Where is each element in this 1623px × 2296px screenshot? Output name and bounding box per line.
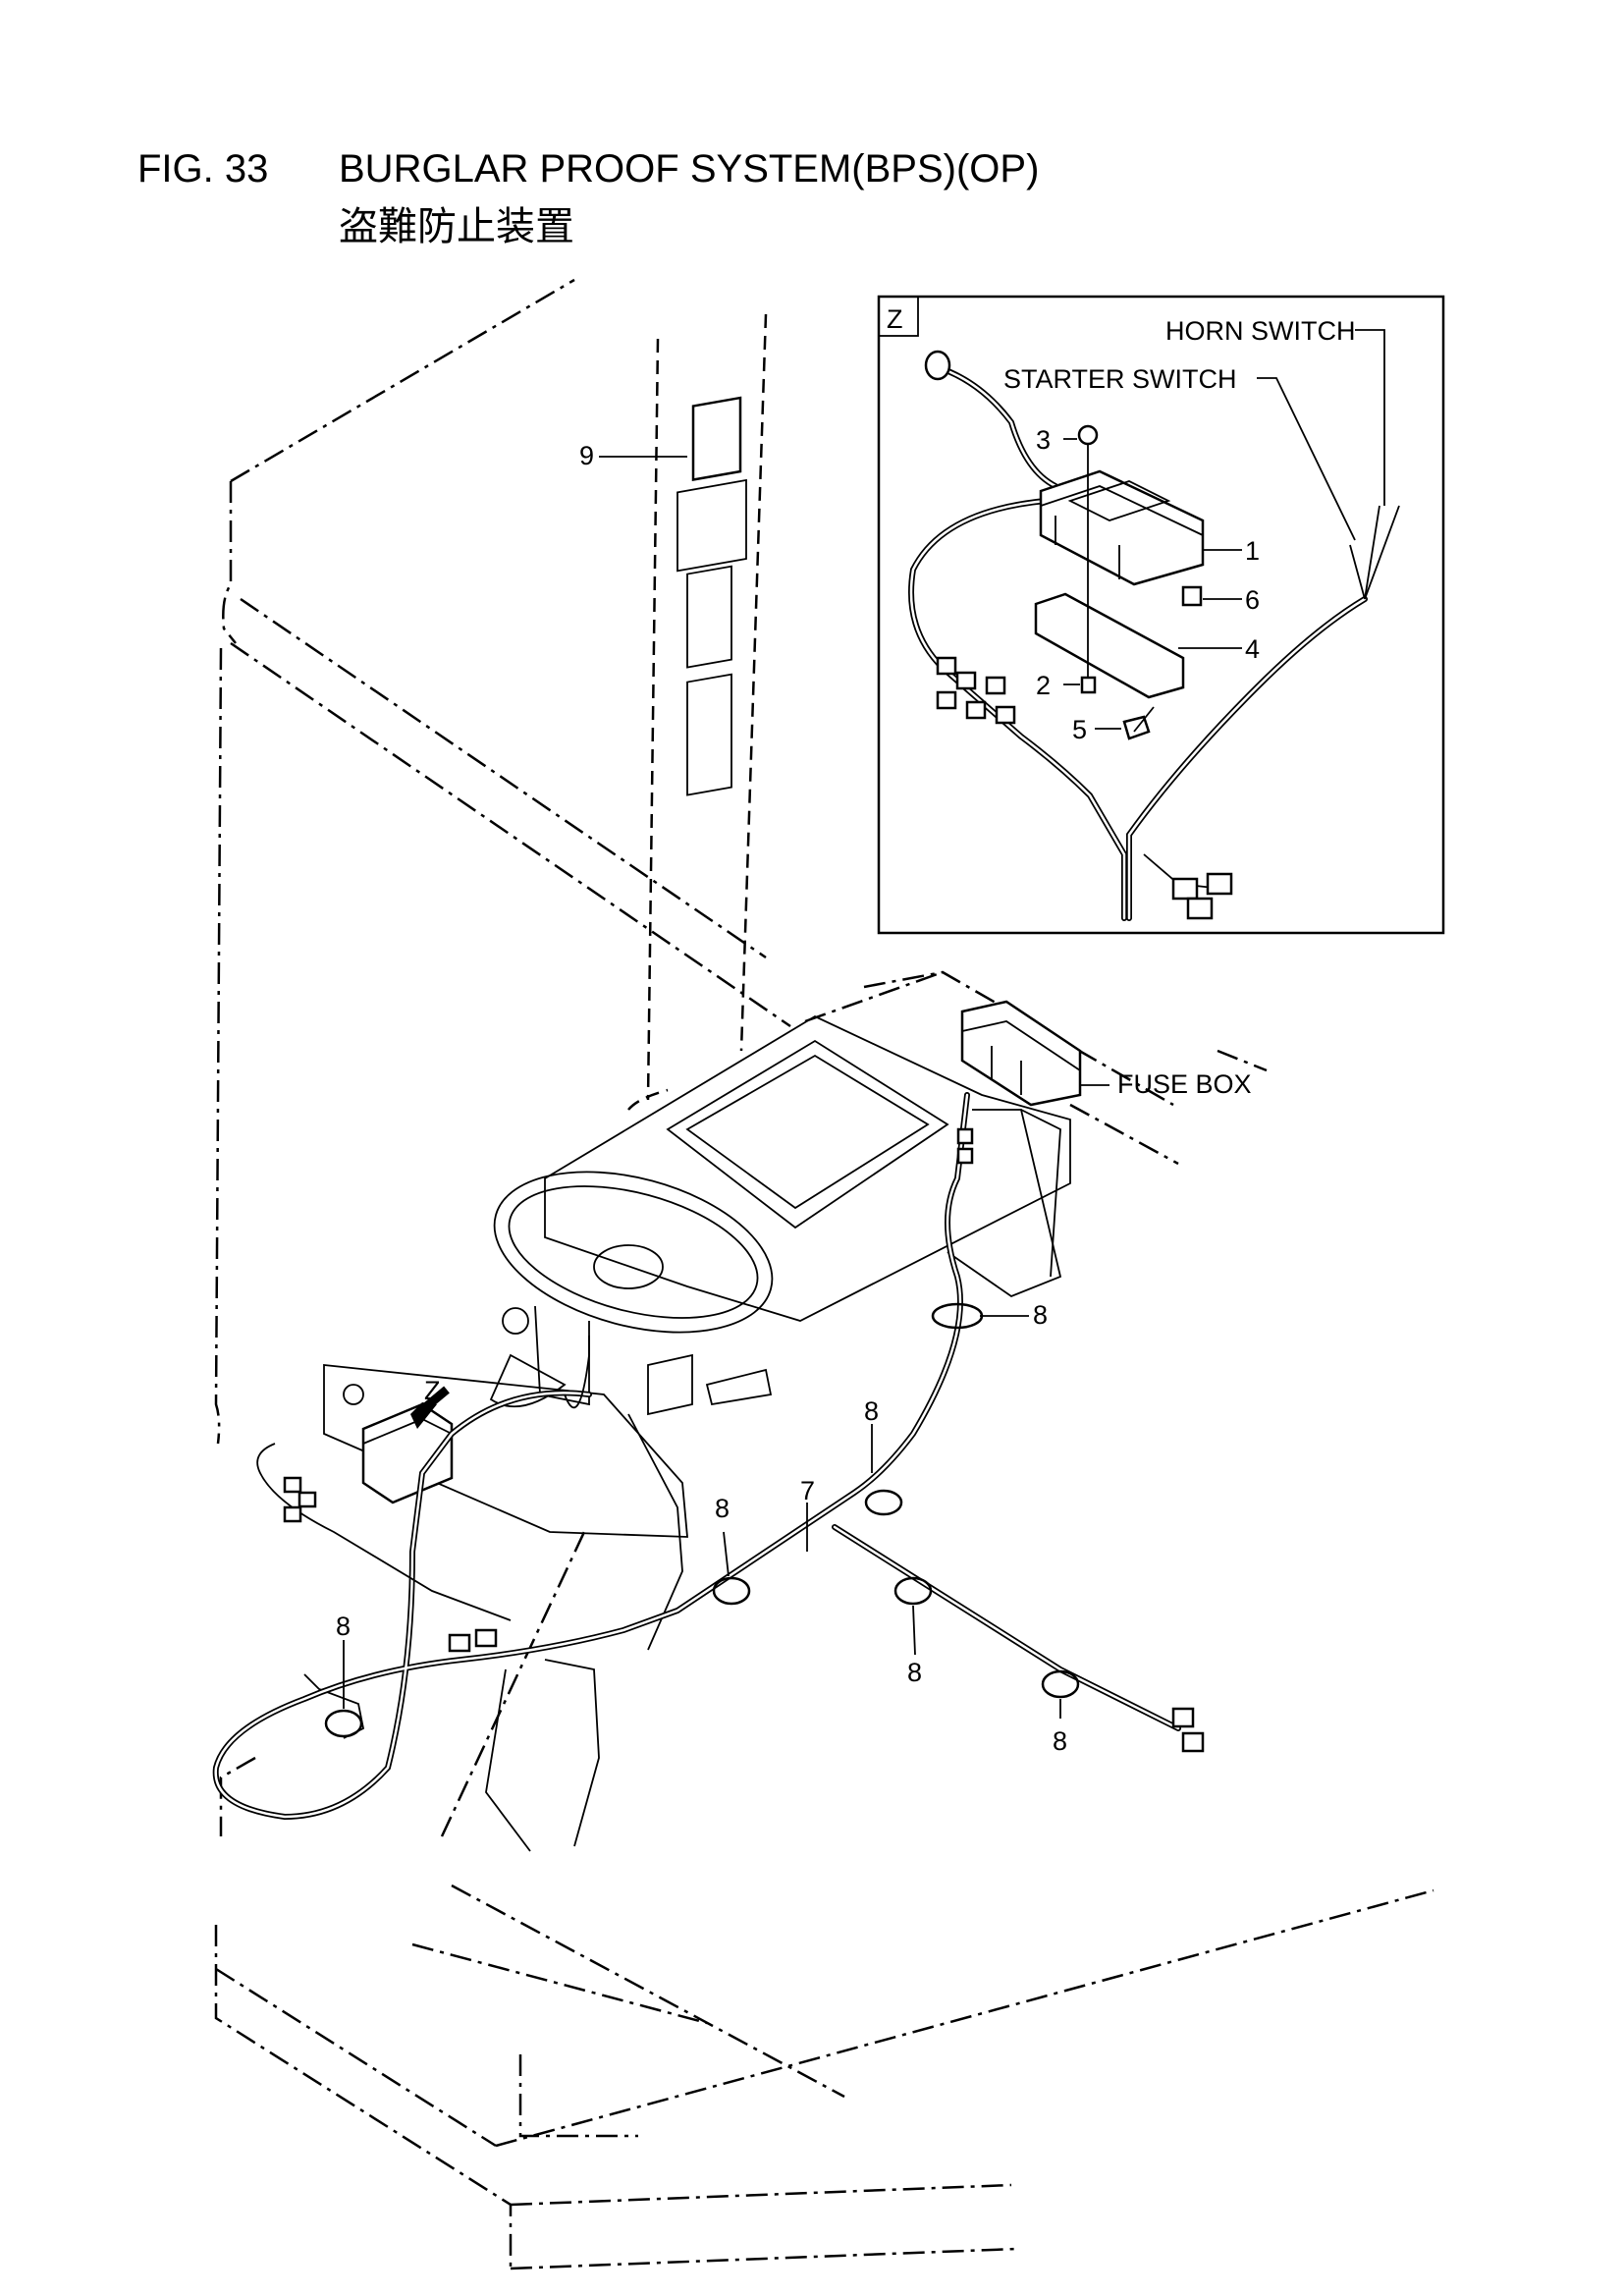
figure-number: FIG. 33	[137, 147, 269, 191]
callout-3: 3	[1036, 425, 1051, 455]
callout-2: 2	[1036, 671, 1051, 700]
callout-8-e: 8	[1053, 1726, 1067, 1756]
phantom-truck-body	[214, 278, 1434, 2270]
detail-z-arrow: Z	[410, 1376, 450, 1429]
figure-subtitle: 盗難防止装置	[339, 204, 574, 249]
connectors-main	[283, 1127, 1205, 1753]
figure-title: BURGLAR PROOF SYSTEM(BPS)(OP)	[339, 147, 1040, 191]
callout-9: 9	[579, 441, 594, 470]
callout-1: 1	[1245, 536, 1260, 566]
callout-8-f: 8	[336, 1612, 351, 1641]
detail-view-z: Z	[877, 295, 1445, 935]
callout-4: 4	[1245, 634, 1260, 664]
callout-5: 5	[1072, 715, 1087, 744]
callout-8-c: 8	[715, 1494, 730, 1523]
decal-labels	[676, 396, 747, 796]
fuse-box	[947, 1000, 1082, 1298]
main-callouts: 9 8 8 7 8 8 8 8 FUSE BOX	[336, 441, 1252, 1756]
harness-clamps	[324, 1302, 1080, 1738]
starter-switch-label: STARTER SWITCH	[1003, 364, 1237, 394]
callout-6: 6	[1245, 585, 1260, 615]
horn-switch-label: HORN SWITCH	[1165, 316, 1355, 346]
callout-7: 7	[800, 1476, 815, 1505]
callout-8-b: 8	[864, 1396, 879, 1426]
wiring-harness	[212, 1092, 1181, 1821]
callout-8-d: 8	[907, 1658, 922, 1687]
fuse-box-label: FUSE BOX	[1117, 1069, 1252, 1099]
detail-view-marker: Z	[887, 304, 903, 334]
callout-8-a: 8	[1033, 1300, 1048, 1330]
instrument-panel	[303, 1014, 1071, 1852]
detail-z-arrow-label: Z	[424, 1376, 441, 1405]
leader-lines-main	[343, 456, 1109, 1719]
